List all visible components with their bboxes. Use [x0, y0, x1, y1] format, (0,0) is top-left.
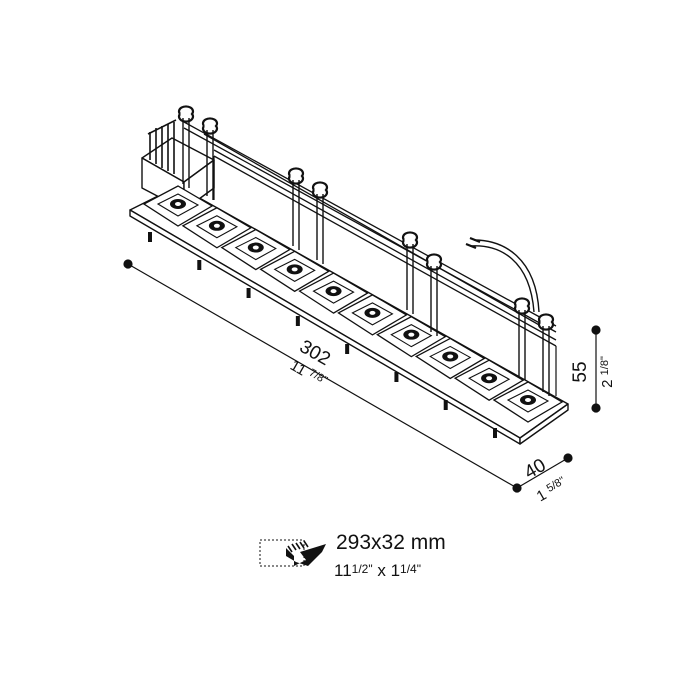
flange-pin: [295, 316, 300, 326]
flange-pin: [345, 344, 350, 354]
led-module: [298, 272, 369, 314]
cutout-height-whole: 1: [390, 561, 401, 580]
led-module: [453, 359, 525, 401]
flange-pins: [148, 232, 497, 438]
top-rails: [183, 121, 557, 347]
cutout-width-frac: 1/2": [351, 562, 373, 576]
length-dimension: [123, 259, 522, 493]
led-module: [337, 294, 408, 336]
height-mm-label: 55: [570, 361, 591, 382]
width-in-frac: 5/8": [545, 475, 568, 495]
spring-clip: [513, 297, 531, 380]
flange-pin: [148, 232, 152, 242]
height-in-frac: 1/8": [599, 356, 611, 375]
led-module: [414, 337, 486, 380]
led-modules: [142, 185, 564, 423]
flange-pin: [197, 260, 202, 270]
spring-clip: [311, 181, 329, 264]
spring-clip: [177, 105, 195, 188]
led-module: [220, 228, 292, 271]
flange-pin: [443, 400, 448, 410]
width-dimension: [516, 453, 573, 489]
flange-pin: [493, 428, 497, 438]
spring-clip: [201, 117, 219, 200]
spring-clip: [537, 313, 555, 396]
width-mm-label: 40: [521, 455, 550, 484]
flange-pin: [246, 288, 251, 298]
trim-flange-side: [519, 403, 569, 445]
spring-clip: [287, 167, 305, 250]
mounting-springs: [177, 105, 555, 396]
housing-side: [213, 156, 557, 396]
length-in-frac: 7/8": [307, 367, 330, 387]
cutout-size-in: 111/2" x 11/4": [334, 561, 421, 581]
led-module: [259, 250, 330, 293]
trim-flange-edge: [129, 209, 521, 445]
cutout-size-mm: 293x32 mm: [336, 531, 446, 554]
spring-clip: [401, 231, 419, 314]
led-module: [142, 185, 214, 227]
cutout-width-whole: 11: [334, 561, 352, 580]
heatsink-fins: [147, 119, 177, 174]
cutout-height-frac: 1/4": [400, 562, 421, 576]
power-cable: [465, 236, 540, 313]
width-in-label: 1 5/8": [534, 475, 570, 506]
led-module: [181, 207, 253, 249]
length-in-whole: 11: [287, 357, 309, 380]
cutout-separator: x: [372, 561, 391, 580]
ceiling-cutout-icon: [259, 539, 326, 567]
height-dimension: [591, 325, 601, 413]
led-module: [376, 315, 447, 358]
spring-clip: [425, 253, 443, 336]
flange-pin: [394, 372, 399, 382]
height-in-label: 2 1/8": [599, 356, 616, 388]
led-module: [492, 381, 564, 423]
height-in-whole: 2: [599, 380, 616, 388]
